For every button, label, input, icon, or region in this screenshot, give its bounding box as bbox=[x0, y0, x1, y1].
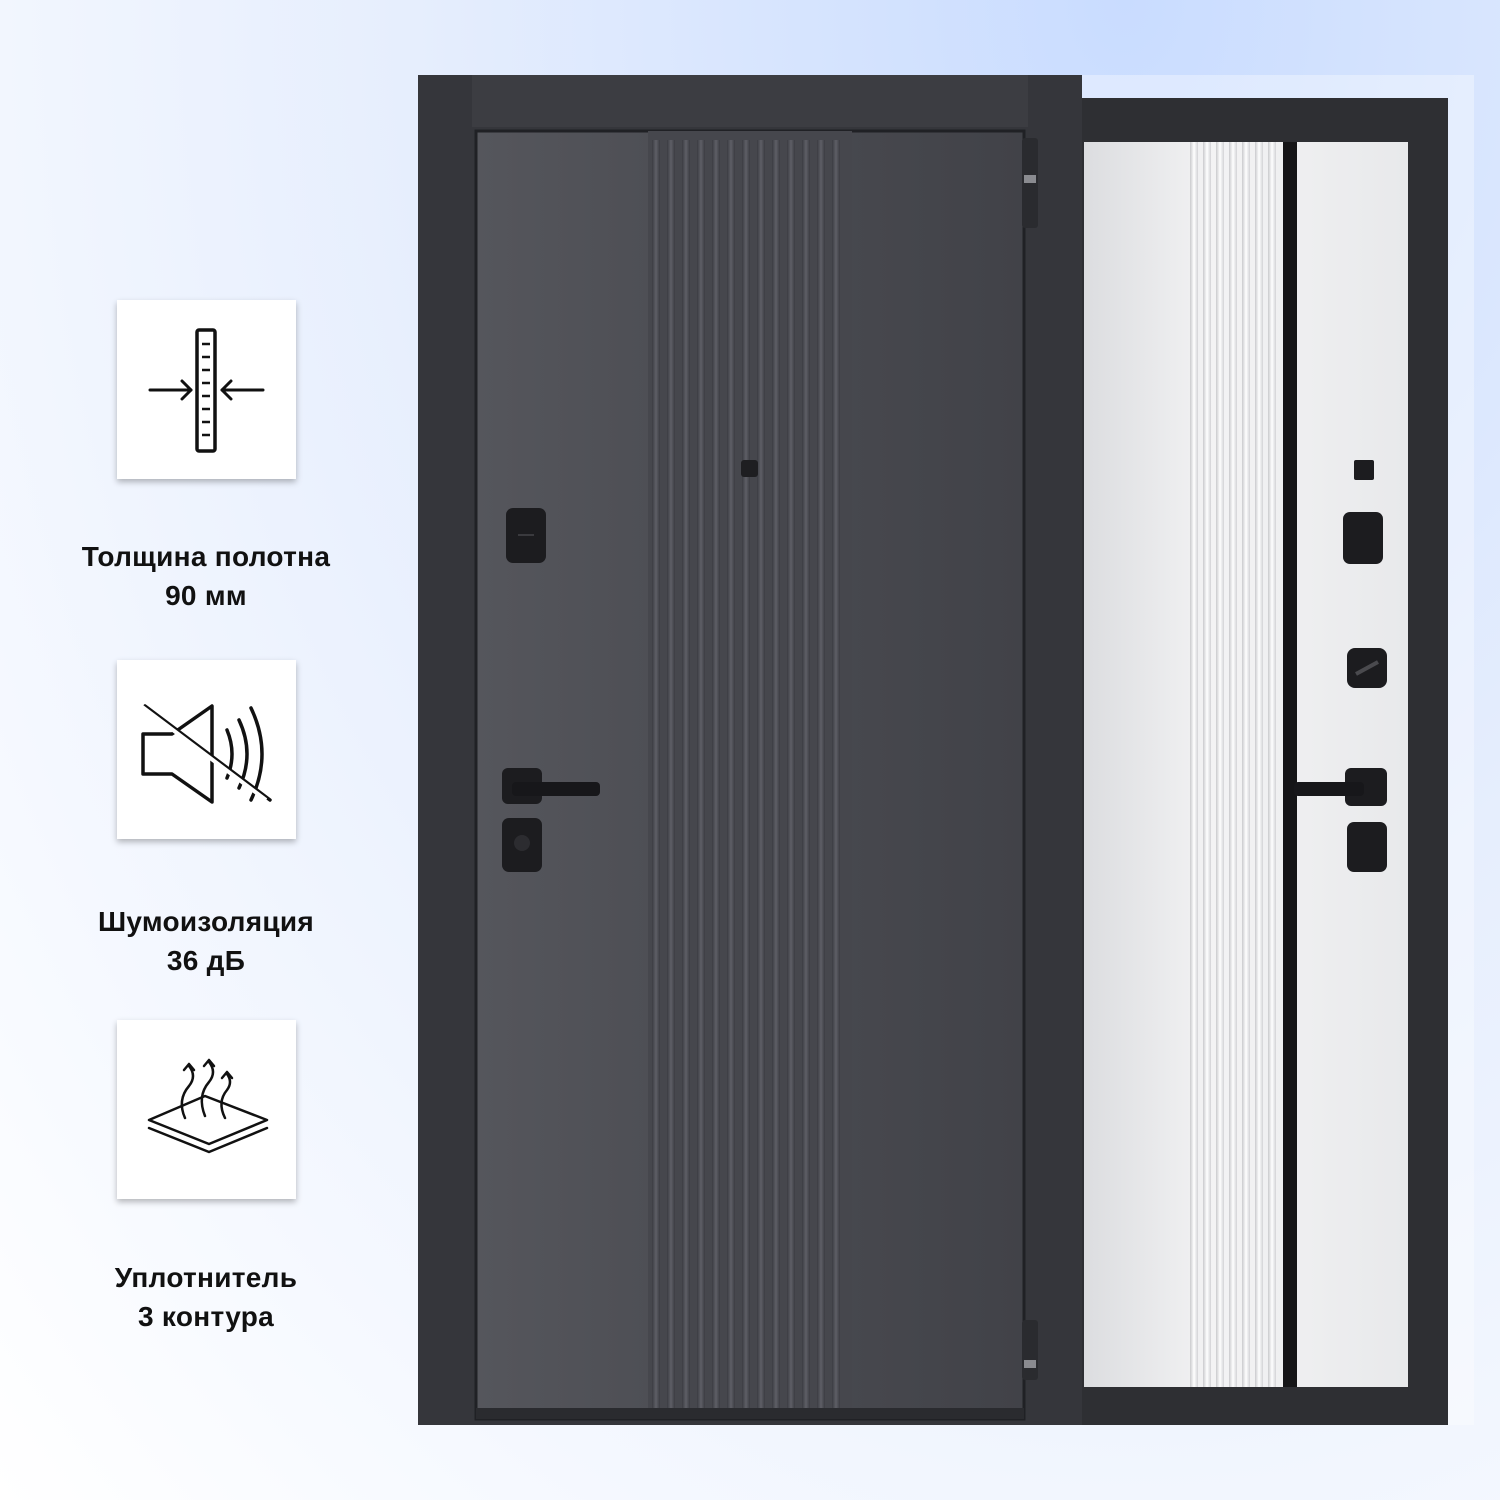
inner-door-handle bbox=[1294, 768, 1387, 806]
peephole bbox=[741, 460, 758, 477]
feature-value: 36 дБ bbox=[166, 945, 246, 976]
feature-title: Уплотнитель bbox=[114, 1262, 298, 1293]
feature-card-thickness bbox=[117, 300, 296, 479]
inner-latch bbox=[1354, 460, 1374, 480]
feature-card-sound bbox=[117, 660, 296, 839]
inner-door-side bbox=[1082, 75, 1474, 1425]
inner-upper-lock bbox=[1343, 512, 1383, 564]
outer-door-side bbox=[418, 75, 1082, 1425]
bottom-hinge bbox=[1022, 1320, 1038, 1380]
feature-title: Шумоизоляция bbox=[97, 906, 315, 937]
feature-label-thickness: Толщина полотна 90 мм bbox=[20, 537, 392, 615]
outer-groove-panel bbox=[648, 131, 852, 1419]
feature-title: Толщина полотна bbox=[81, 541, 331, 572]
feature-value: 90 мм bbox=[165, 580, 247, 611]
inner-lower-lock bbox=[1347, 822, 1387, 872]
feature-label-sound: Шумоизоляция 36 дБ bbox=[20, 902, 392, 980]
feature-label-seal: Уплотнитель 3 контура bbox=[20, 1258, 392, 1336]
seal-layers-icon bbox=[147, 1058, 269, 1154]
thickness-icon bbox=[148, 328, 265, 453]
feature-value: 3 контура bbox=[137, 1301, 274, 1332]
sound-insulation-icon bbox=[139, 704, 272, 804]
feature-card-seal bbox=[117, 1020, 296, 1199]
inner-black-stripe bbox=[1283, 142, 1297, 1387]
outer-door-handle bbox=[502, 768, 600, 804]
inner-groove-panel bbox=[1190, 142, 1276, 1387]
